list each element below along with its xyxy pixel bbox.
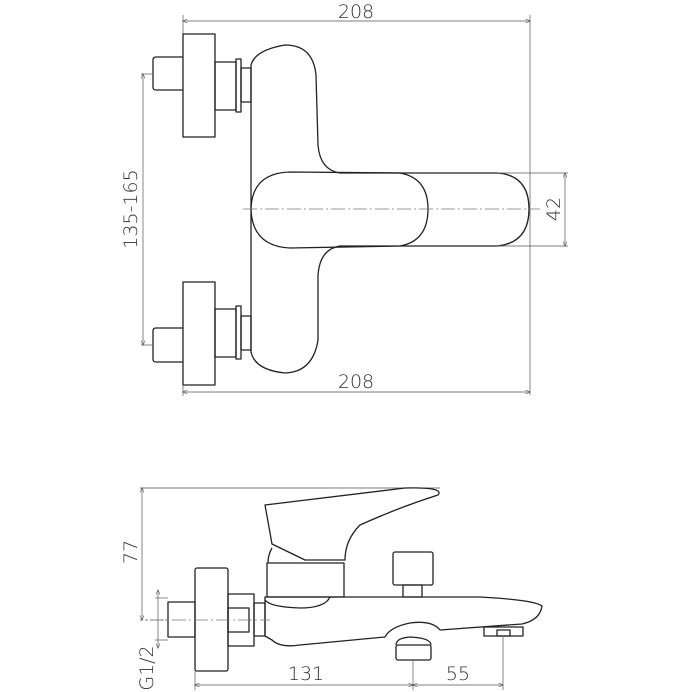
side-view: 77 G1/2 131 — [120, 487, 543, 691]
spout-body — [264, 596, 543, 647]
lever-top — [250, 171, 429, 249]
aerator — [395, 644, 432, 661]
top-view: 208 42 135-165 — [120, 1, 568, 396]
lever-side — [264, 487, 440, 561]
side-connector — [167, 567, 266, 672]
dim-width-bottom: 208 — [338, 371, 374, 393]
dim-diverter-to-outlet: 55 — [446, 663, 470, 685]
upper-connector — [152, 33, 252, 138]
diverter-knob — [392, 551, 434, 586]
dim-height: 77 — [120, 540, 142, 564]
cartridge-housing — [266, 562, 345, 598]
dim-to-diverter: 131 — [288, 663, 324, 685]
outlet — [483, 626, 524, 637]
dim-spout-height: 42 — [543, 197, 565, 221]
dim-connector-spacing: 135-165 — [120, 169, 142, 248]
lower-connector — [152, 281, 252, 386]
dim-thread: G1/2 — [136, 645, 158, 690]
dim-width-top: 208 — [338, 1, 374, 23]
